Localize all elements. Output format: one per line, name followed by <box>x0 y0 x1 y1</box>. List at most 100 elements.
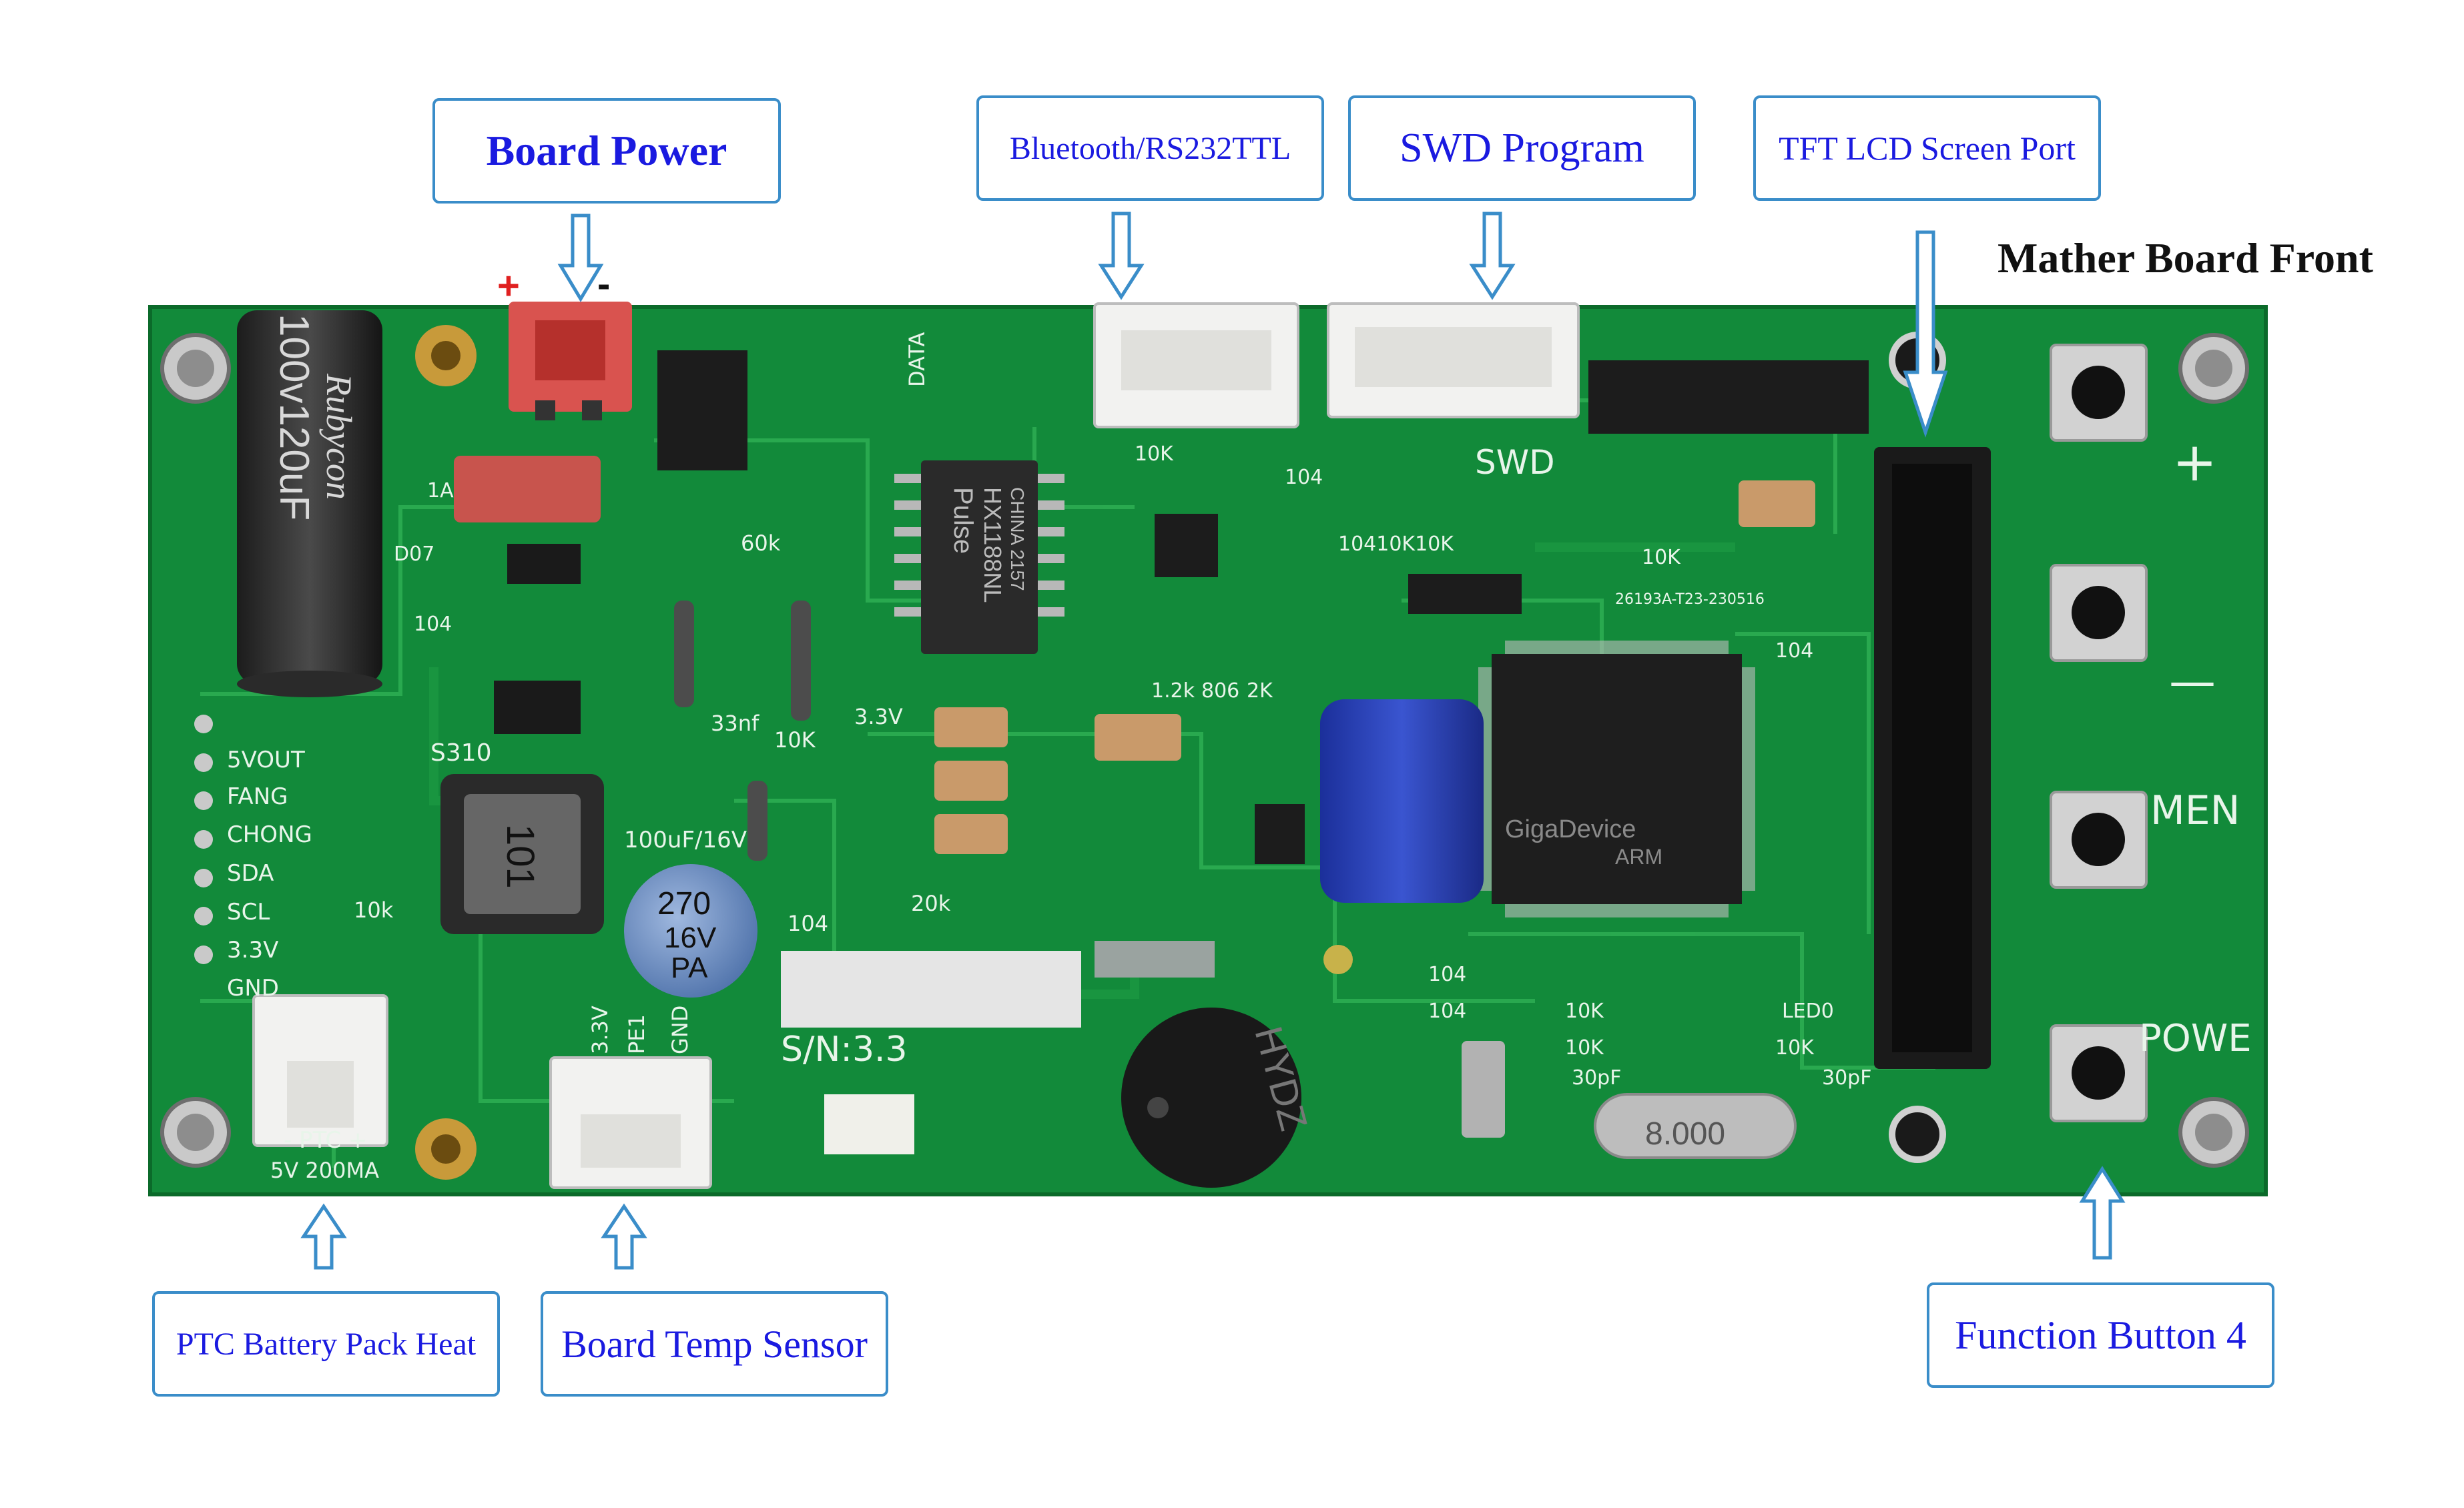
arrow-swd <box>1469 212 1516 300</box>
main-capacitor: 100v120uF Rubycon <box>237 310 382 697</box>
label-tft: TFT LCD Screen Port <box>1753 95 2101 201</box>
silk-30pf-a: 30pF <box>1572 1066 1621 1090</box>
silk-60k: 60k <box>741 530 781 556</box>
brass-standoffs <box>415 325 477 1180</box>
arrow-tft <box>1903 230 1948 438</box>
silk-10k-d: 10K <box>1565 1036 1604 1060</box>
diode-1 <box>507 544 581 584</box>
data-silk: DATA <box>904 332 930 387</box>
arrow-bluetooth <box>1098 212 1145 300</box>
pin-gnd: GND <box>227 975 279 1002</box>
chip-arm: ARM <box>1615 845 1662 869</box>
bluetooth-connector <box>1093 302 1299 428</box>
silk-104-e: 104 <box>414 613 452 636</box>
pin-chong: CHONG <box>227 821 312 848</box>
ptc-rating-silk: 5V 200MA <box>270 1158 379 1183</box>
pin-5vout: 5VOUT <box>227 747 305 773</box>
silk-20k: 20k <box>911 891 951 916</box>
blue-capacitor-small: 270 16V PA <box>624 864 757 998</box>
silk-3v3: 3.3V <box>854 704 903 729</box>
swd-connector <box>1327 302 1580 418</box>
regulator-chip <box>657 350 747 470</box>
silk-104-b: 104 <box>788 911 828 936</box>
arrow-board-power <box>557 214 604 302</box>
pulse-brand: Pulse <box>948 487 978 554</box>
silk-104-f: 104 <box>1285 466 1323 489</box>
silk-10k-f: 10k <box>354 897 394 923</box>
silkscreen-text: 5VOUT FANG CHONG SDA SCL 3.3V GND - PTC … <box>227 332 1871 1183</box>
blue-capacitor <box>1320 699 1484 903</box>
arrow-function-button <box>2079 1166 2126 1260</box>
label-ptc: PTC Battery Pack Heat <box>152 1291 500 1397</box>
label-swd: SWD Program <box>1348 95 1696 201</box>
arrow-temp <box>601 1203 647 1270</box>
silk-104-c: 104 <box>1428 963 1466 986</box>
crystal: 8.000 <box>1594 1093 1797 1159</box>
silk-104-d: 104 <box>1428 1000 1466 1023</box>
ptc-connector <box>252 994 388 1147</box>
silk-1-2k: 1.2k <box>1151 679 1195 703</box>
chip-brand: GigaDevice <box>1505 815 1636 843</box>
swd-silk: SWD <box>1475 443 1555 482</box>
inductor-label: 101 <box>499 824 542 889</box>
cap2-voltage: 16V <box>664 921 717 954</box>
silk-10k-a: 10K <box>774 727 816 753</box>
pin-fang: FANG <box>227 783 288 810</box>
temp-pin-3v3: 3.3V <box>587 1006 613 1054</box>
cap-rating-text: 100v120uF <box>271 314 317 520</box>
silk-33nf: 33nf <box>711 711 759 736</box>
s310-silk: S310 <box>430 739 492 767</box>
polarity-minus: - <box>597 262 611 306</box>
silk-led0: LED0 <box>1782 1000 1834 1023</box>
silk-d07: D07 <box>394 542 434 566</box>
btn-men-silk: MEN <box>2150 787 2240 834</box>
inductor: 101 <box>440 774 604 934</box>
tactile-buttons <box>2050 344 2148 1122</box>
diode-2 <box>494 681 581 734</box>
silk-1a: 1A <box>427 479 454 502</box>
top-header-pins <box>1588 360 1869 434</box>
silk-104x3: 10410K10K <box>1338 532 1454 556</box>
label-function-button: Function Button 4 <box>1927 1282 2274 1388</box>
label-bluetooth: Bluetooth/RS232TTL <box>976 95 1324 201</box>
silk-30pf-b: 30pF <box>1822 1066 1871 1090</box>
crystal-label: 8.000 <box>1645 1116 1725 1152</box>
btn-powe-silk: POWE <box>2139 1017 2252 1060</box>
cap2-value: 270 <box>657 886 711 921</box>
temp-pin-gnd: GND <box>667 1006 693 1054</box>
pulse-transformer: Pulse HX1188NL CHINA 2157 <box>894 460 1064 654</box>
silk-806: 806 <box>1201 679 1239 703</box>
btn-plus-silk: + <box>2172 431 2217 493</box>
sn-silk: S/N:3.3 <box>781 1030 908 1070</box>
cap2-series: PA <box>671 952 708 984</box>
silk-10k-g: 10K <box>1135 442 1174 466</box>
pin-scl: SCL <box>227 899 270 925</box>
ptc-silk: - PTC + <box>284 1127 367 1154</box>
silk-10k-b: 10K <box>1642 546 1681 569</box>
annotation-arrows <box>300 212 2126 1270</box>
silk-2k: 2K <box>1247 679 1273 703</box>
pulse-origin: CHINA 2157 <box>1007 487 1028 591</box>
tft-lcd-port <box>1874 447 1991 1069</box>
board-serial-silk: 26193A-T23-230516 <box>1615 591 1765 608</box>
button-silkscreen: + — MEN POWE <box>2139 431 2252 1060</box>
fuse <box>454 456 601 522</box>
board-heading: Mather Board Front <box>1997 234 2373 282</box>
silk-104-a: 104 <box>1775 639 1813 663</box>
label-board-power: Board Power <box>432 98 781 204</box>
pulse-part: HX1188NL <box>979 487 1006 603</box>
smd-components <box>674 480 1815 1154</box>
temp-sensor-connector <box>549 1056 712 1189</box>
arrow-ptc <box>300 1203 347 1270</box>
pin-3v3: 3.3V <box>227 937 278 964</box>
silk-10k-e: 10K <box>1775 1036 1815 1060</box>
label-temp-sensor: Board Temp Sensor <box>541 1291 888 1397</box>
cap-brand-text: Rubycon <box>319 373 359 500</box>
power-connector <box>509 302 632 420</box>
cap3-silk: 100uF/16V <box>624 827 747 853</box>
silk-10k-c: 10K <box>1565 1000 1604 1023</box>
pin-sda: SDA <box>227 860 274 887</box>
btn-minus-silk: — <box>2169 654 2216 709</box>
mcu-chip: GigaDevice ARM <box>1478 641 1755 917</box>
